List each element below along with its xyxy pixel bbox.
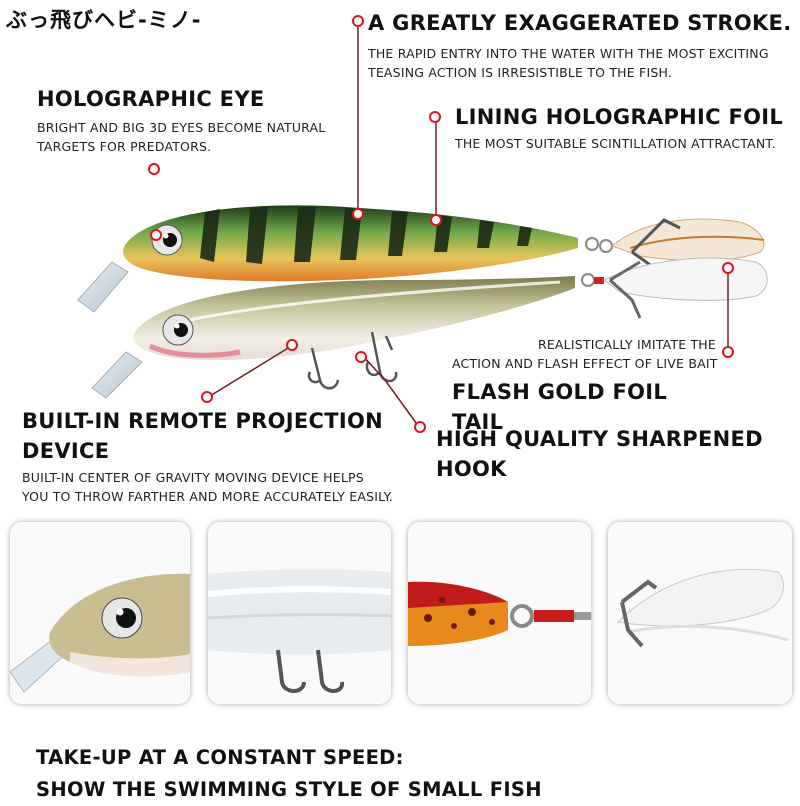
marker-eye-body bbox=[150, 229, 162, 241]
hook-heading-line2: HOOK bbox=[436, 457, 507, 481]
detail-photo-eye bbox=[10, 522, 190, 704]
marker-hook-title bbox=[414, 421, 426, 433]
callout-hook: HIGH QUALITY SHARPENED HOOK bbox=[436, 424, 776, 484]
marker-stroke-title bbox=[352, 15, 364, 27]
marker-tail-top bbox=[722, 262, 734, 274]
tail-desc-line2: ACTION AND FLASH EFFECT OF LIVE BAIT bbox=[452, 356, 718, 371]
eye-desc-line2: TARGETS FOR PREDATORS. bbox=[37, 139, 212, 154]
stroke-desc-line2: TEASING ACTION IS IRRESISTIBLE TO THE FI… bbox=[368, 65, 673, 80]
tail-heading: FLASH GOLD FOIL TAIL bbox=[452, 380, 668, 434]
marker-stroke-body bbox=[352, 208, 364, 220]
foil-heading: LINING HOLOGRAPHIC FOIL bbox=[455, 105, 784, 129]
marker-foil-title bbox=[429, 111, 441, 123]
eye-desc-line1: BRIGHT AND BIG 3D EYES BECOME NATURAL bbox=[37, 120, 326, 135]
foil-desc-line1: THE MOST SUITABLE SCINTILLATION ATTRACTA… bbox=[455, 136, 776, 151]
remote-heading-line2: DEVICE bbox=[22, 439, 110, 463]
lure-illustration bbox=[77, 22, 768, 428]
footer: TAKE-UP AT A CONSTANT SPEED: SHOW THE SW… bbox=[36, 742, 786, 806]
remote-desc-line1: BUILT-IN CENTER OF GRAVITY MOVING DEVICE… bbox=[22, 470, 364, 485]
tail-desc-line1: REALISTICALLY IMITATE THE bbox=[537, 337, 716, 352]
marker-hook-body bbox=[355, 351, 367, 363]
footer-line2: SHOW THE SWIMMING STYLE OF SMALL FISH bbox=[36, 778, 542, 801]
marker-remote-body bbox=[286, 339, 298, 351]
remote-heading-line1: BUILT-IN REMOTE PROJECTION bbox=[22, 409, 384, 433]
remote-desc-line2: YOU TO THROW FARTHER AND MORE ACCURATELY… bbox=[22, 489, 394, 504]
eye-heading: HOLOGRAPHIC EYE bbox=[37, 87, 265, 111]
callout-stroke: A GREATLY EXAGGERATED STROKE. THE RAPID … bbox=[368, 8, 798, 82]
detail-photo-feather-hook bbox=[608, 522, 792, 704]
callout-eye: HOLOGRAPHIC EYE BRIGHT AND BIG 3D EYES B… bbox=[37, 84, 367, 156]
detail-photo-tail-ring bbox=[408, 522, 591, 704]
stroke-heading: A GREATLY EXAGGERATED STROKE. bbox=[368, 11, 792, 35]
marker-eye bbox=[148, 163, 160, 175]
callout-remote: BUILT-IN REMOTE PROJECTION DEVICE BUILT-… bbox=[22, 406, 422, 506]
callout-foil: LINING HOLOGRAPHIC FOIL THE MOST SUITABL… bbox=[455, 102, 795, 153]
marker-remote-title bbox=[201, 391, 213, 403]
hook-heading-line1: HIGH QUALITY SHARPENED bbox=[436, 427, 763, 451]
callout-tail: REALISTICALLY IMITATE THE ACTION AND FLA… bbox=[452, 335, 722, 437]
perch-lure bbox=[77, 205, 765, 313]
marker-foil-body bbox=[430, 214, 442, 226]
leader-lines bbox=[209, 22, 729, 428]
product-title: ぶっ飛びヘビ-ミノ- bbox=[6, 8, 202, 32]
detail-photo-body bbox=[208, 522, 391, 704]
footer-line1: TAKE-UP AT A CONSTANT SPEED: bbox=[36, 746, 404, 769]
marker-tail-bottom bbox=[722, 346, 734, 358]
stroke-desc-line1: THE RAPID ENTRY INTO THE WATER WITH THE … bbox=[368, 46, 769, 61]
